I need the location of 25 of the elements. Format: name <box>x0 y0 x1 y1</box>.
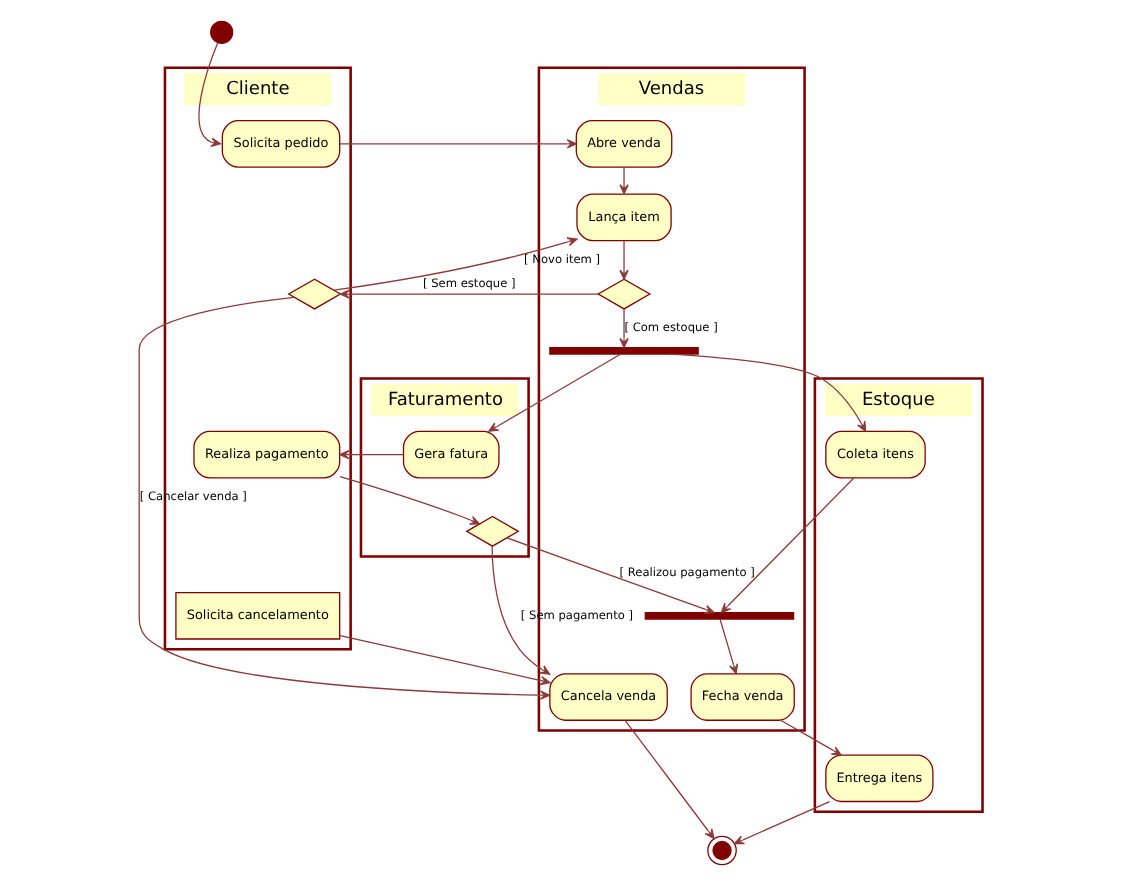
arrow <box>339 634 551 686</box>
arrow <box>339 475 480 525</box>
arrow <box>619 308 629 349</box>
arrow <box>668 353 867 432</box>
arrow <box>488 353 622 432</box>
arrow <box>720 477 855 614</box>
arrow <box>619 166 629 195</box>
arrow <box>339 289 599 299</box>
arrow <box>719 618 739 675</box>
node-circle <box>210 20 234 44</box>
node-circle <box>707 835 737 866</box>
arrow <box>339 139 577 149</box>
node-bar <box>644 611 795 620</box>
arrow <box>733 800 831 845</box>
arrow <box>506 537 715 614</box>
arrow <box>138 296 551 700</box>
arrow <box>339 449 405 460</box>
arrow <box>619 240 629 280</box>
node-diamond <box>287 278 342 310</box>
node-diamond <box>596 278 652 310</box>
arrow <box>780 719 842 756</box>
arrow <box>624 719 715 840</box>
arrow <box>333 237 578 291</box>
arrow <box>491 545 551 675</box>
node-bar <box>549 346 699 355</box>
